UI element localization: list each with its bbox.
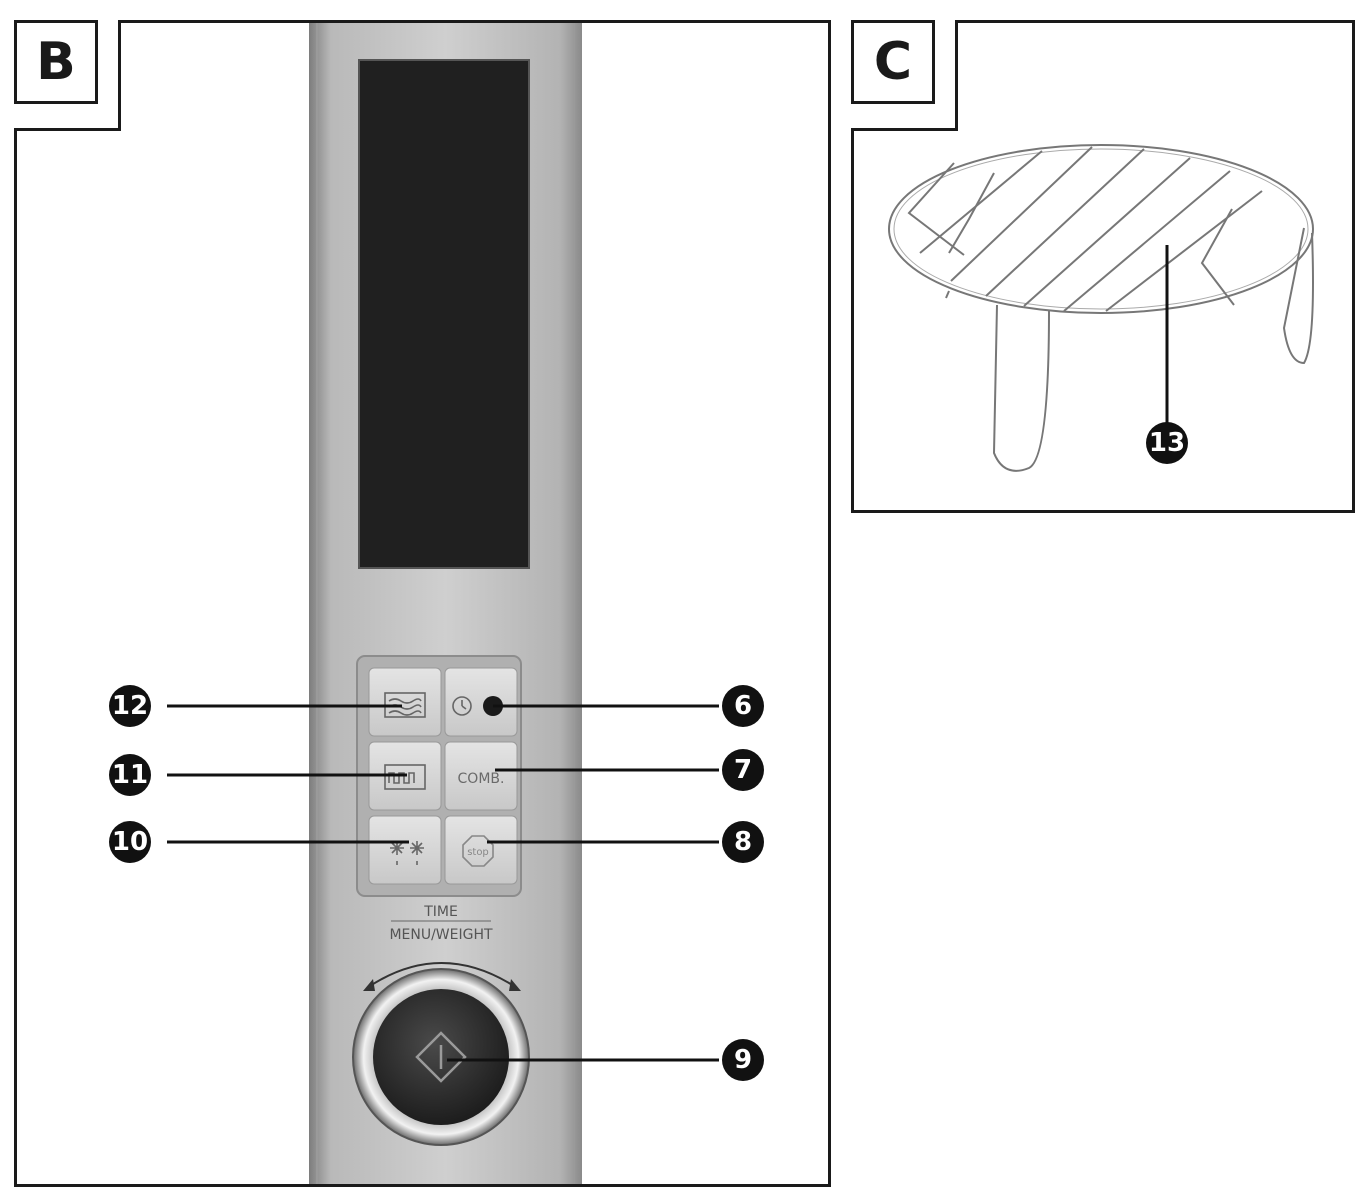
start-icon: [415, 1031, 467, 1083]
grill-rack-illustration: 13: [888, 144, 1314, 472]
svg-text:12: 12: [112, 691, 148, 721]
callout-9: 9: [722, 1039, 764, 1081]
display-window: [358, 59, 530, 569]
stop-key: [444, 815, 518, 885]
callout-13: 13: [1146, 422, 1188, 464]
dial-label-menu-weight: MENU/WEIGHT: [389, 927, 493, 943]
panel-b-corner: B: [14, 20, 121, 131]
keypad-keys: [368, 667, 518, 885]
svg-text:9: 9: [734, 1045, 752, 1075]
callout-12: 12: [109, 685, 151, 727]
panel-b-letter: B: [14, 20, 98, 104]
callout-8: 8: [722, 821, 764, 863]
dial-label-time: TIME: [423, 904, 458, 920]
clock-icon: [452, 696, 472, 716]
callout-10: 10: [109, 821, 151, 863]
rotate-arrow-icon: [366, 962, 518, 989]
svg-text:stop: stop: [467, 847, 489, 858]
defrost-key: [368, 815, 442, 885]
comb-label: COMB.: [458, 771, 505, 787]
rack-leg-right: [1200, 208, 1235, 306]
svg-text:11: 11: [112, 760, 148, 790]
grill-icon: [384, 764, 426, 790]
comb-key: [444, 741, 518, 811]
callout-11: 11: [109, 754, 151, 796]
stop-icon: stop: [462, 835, 494, 867]
callout-7: 7: [722, 749, 764, 791]
svg-text:10: 10: [112, 827, 148, 857]
rack-leg-back-left: [907, 162, 965, 256]
svg-text:8: 8: [734, 827, 752, 857]
panel-c-corner: C: [851, 20, 958, 131]
panel-b: B: [14, 20, 831, 1187]
callout-6: 6: [722, 685, 764, 727]
svg-text:7: 7: [734, 755, 752, 785]
svg-text:6: 6: [734, 691, 752, 721]
clock-key: [444, 667, 518, 737]
rack-leg-front: [992, 304, 1050, 472]
panel-c: C 13: [851, 20, 1355, 513]
control-panel-illustration: COMB. stop TIME MENU/WEIGHT: [109, 23, 764, 1184]
svg-text:13: 13: [1149, 428, 1185, 458]
rack-rim: [888, 144, 1314, 314]
defrost-icon: [390, 841, 424, 865]
panel-c-letter: C: [851, 20, 935, 104]
